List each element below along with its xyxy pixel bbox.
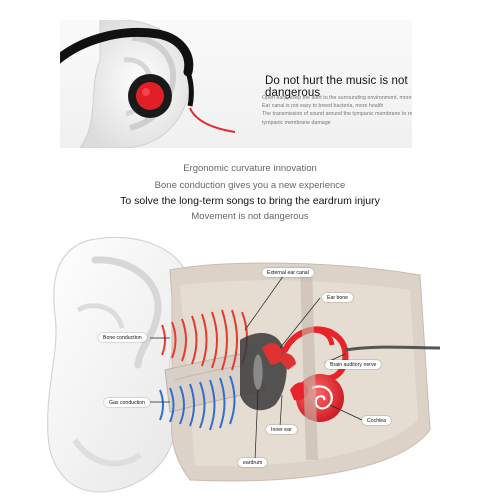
eardrum-membrane (252, 353, 264, 391)
tagline-3: To solve the long-term songs to bring th… (120, 195, 380, 207)
leader-inner-ear (279, 394, 283, 428)
headphone-band (60, 27, 194, 77)
label-ear-bone: Ear bone (322, 293, 354, 302)
leader-external-ear-canal (244, 274, 285, 331)
ear-anatomy-diagram: External ear canal Ear bone Bone conduct… (0, 230, 500, 500)
top-title: Do not hurt the music is not dangerous (265, 75, 408, 99)
leader-cochlea (329, 404, 363, 421)
top-desc-line: tympanic membrane damage (262, 119, 331, 126)
tagline-4: Movement is not dangerous (191, 211, 309, 222)
label-bone-conduction: Bone conduction (98, 333, 147, 342)
label-inner-ear: Inner ear (266, 425, 297, 434)
ear-with-headphone-illustration (60, 20, 236, 148)
leader-eardrum (254, 389, 259, 461)
bone-conduction-waves (161, 309, 248, 371)
label-external-ear-canal: External ear canal (262, 268, 314, 277)
ear-anatomy-svg (47, 236, 441, 493)
gas-conduction-waves (159, 375, 236, 431)
label-eardrum: eardrum (238, 458, 268, 467)
auditory-nerve (344, 345, 441, 352)
top-desc-line: Ear canal is not easy to breed bacteria,… (262, 103, 384, 110)
tagline-1: Ergonomic curvature innovation (183, 163, 317, 174)
ossicles (262, 343, 296, 370)
top-desc-line: The transmission of sound around the tym… (262, 111, 412, 118)
tagline-2: Bone conduction gives you a new experien… (154, 180, 346, 191)
label-gas-conduction: Gas conduction (104, 398, 151, 407)
outer-ear (47, 236, 192, 493)
label-brain-auditory-nerve: Brain auditory nerve (325, 360, 382, 369)
top-description: Open ears, keep the alert to the surroun… (262, 94, 412, 127)
label-cochlea: Cochlea (362, 416, 392, 425)
top-desc-line: Open ears, keep the alert to the surroun… (262, 95, 412, 101)
leader-ear-bone (279, 297, 321, 349)
top-banner: Do not hurt the music is not dangerous O… (60, 20, 412, 148)
